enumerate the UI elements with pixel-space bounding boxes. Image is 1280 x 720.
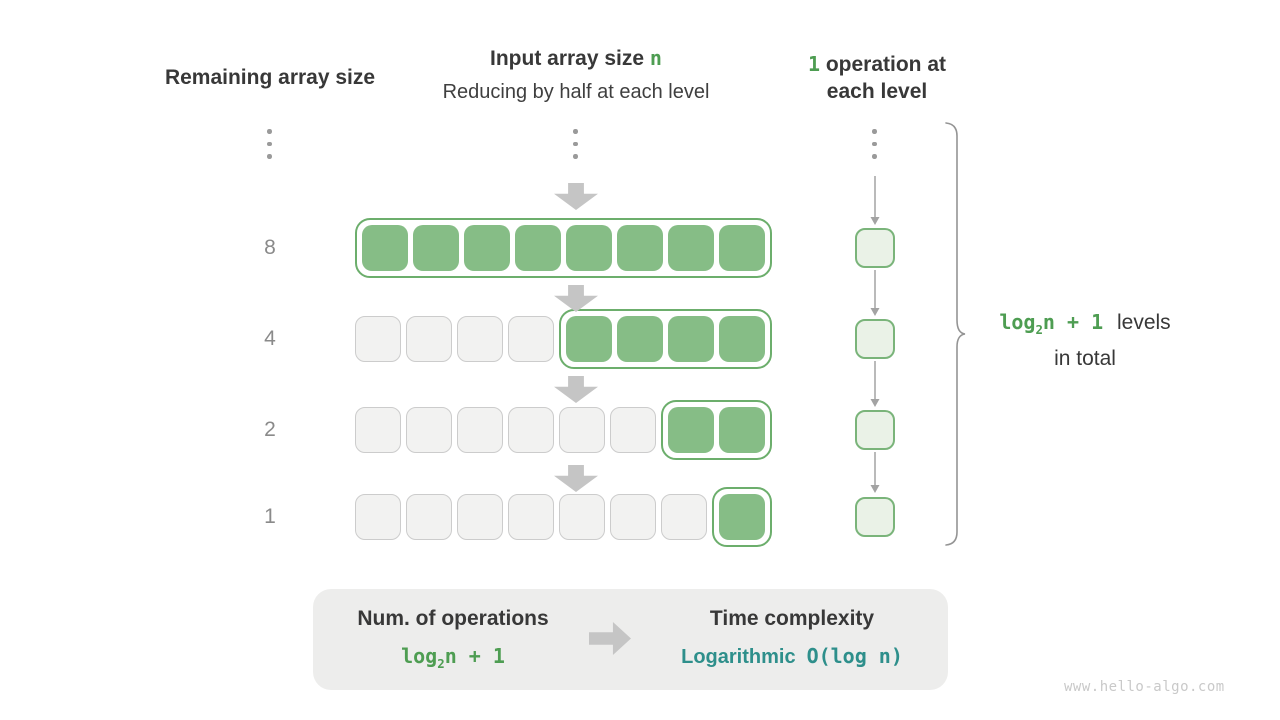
array-cell-inactive bbox=[457, 494, 503, 540]
array-cell-inactive bbox=[406, 494, 452, 540]
dot bbox=[267, 129, 272, 134]
dot bbox=[267, 154, 272, 159]
array-cell-active bbox=[719, 407, 765, 453]
array-cell-inactive bbox=[508, 316, 554, 362]
array-cell-inactive bbox=[457, 316, 503, 362]
levels-formula: log2n + 1 bbox=[999, 310, 1104, 337]
array-cell-active bbox=[515, 225, 561, 271]
levels-formula-log: log bbox=[999, 310, 1036, 334]
header-input-array-size: Input array size n Reducing by half at e… bbox=[396, 46, 756, 104]
array-cell-inactive bbox=[508, 494, 554, 540]
array-cell-inactive bbox=[406, 316, 452, 362]
ellipsis-icon bbox=[872, 129, 877, 159]
row-size-label: 2 bbox=[264, 418, 276, 441]
array-cell-active bbox=[566, 225, 612, 271]
array-cell-active bbox=[413, 225, 459, 271]
array-row bbox=[355, 400, 772, 460]
header-input-title: Input array size n bbox=[396, 46, 756, 71]
header-one-operation-text: operation at bbox=[825, 53, 947, 76]
array-cell-active bbox=[719, 225, 765, 271]
array-cell-active bbox=[668, 225, 714, 271]
array-cell-active bbox=[617, 316, 663, 362]
array-cell-inactive bbox=[355, 316, 401, 362]
header-one-operation-line2: each level bbox=[826, 80, 928, 103]
dot bbox=[267, 141, 272, 146]
time-complexity-name: Logarithmic bbox=[681, 646, 796, 668]
header-one-operation-count: 1 bbox=[807, 52, 820, 76]
array-cell-inactive bbox=[559, 494, 605, 540]
array-cell-inactive bbox=[508, 407, 554, 453]
ops-formula-rest: n + 1 bbox=[444, 644, 505, 668]
array-cell-inactive bbox=[610, 407, 656, 453]
active-subarray-container bbox=[712, 487, 772, 547]
row-size-label: 1 bbox=[264, 505, 276, 528]
active-subarray-container bbox=[661, 400, 772, 460]
ops-count-formula: log2n + 1 bbox=[333, 644, 573, 671]
time-complexity-block: Time complexity Logarithmic O(log n) bbox=[652, 607, 932, 669]
ops-formula-sub: 2 bbox=[437, 656, 445, 671]
array-row bbox=[355, 309, 772, 369]
time-complexity-big-o: O(log n) bbox=[806, 644, 903, 668]
brace-icon bbox=[945, 122, 966, 546]
ellipsis-icon bbox=[573, 129, 578, 159]
array-cell-inactive bbox=[559, 407, 605, 453]
row-size-label: 4 bbox=[264, 327, 276, 350]
dot bbox=[872, 141, 877, 146]
time-complexity-value: Logarithmic O(log n) bbox=[652, 644, 932, 669]
levels-formula-rest: n + 1 bbox=[1042, 310, 1104, 334]
array-row bbox=[355, 487, 772, 547]
levels-note: log2n + 1 levels in total bbox=[975, 308, 1195, 373]
header-input-subtitle: Reducing by half at each level bbox=[442, 81, 710, 103]
header-one-operation-line1: 1 operation at bbox=[767, 51, 987, 78]
dot bbox=[573, 129, 578, 134]
header-one-operation: 1 operation at each level bbox=[767, 51, 987, 105]
active-subarray-container bbox=[559, 309, 772, 369]
row-size-label: 8 bbox=[264, 236, 276, 259]
array-cell-active bbox=[719, 316, 765, 362]
down-arrow-icon bbox=[554, 183, 598, 210]
array-cell-active bbox=[668, 407, 714, 453]
header-input-title-text: Input array size bbox=[490, 47, 645, 70]
array-cell-active bbox=[617, 225, 663, 271]
array-cell-inactive bbox=[355, 407, 401, 453]
array-cell-inactive bbox=[355, 494, 401, 540]
operation-square bbox=[855, 497, 895, 537]
array-cell-inactive bbox=[406, 407, 452, 453]
ellipsis-icon bbox=[267, 129, 272, 159]
dot bbox=[872, 154, 877, 159]
array-cell-active bbox=[464, 225, 510, 271]
header-remaining-array-size: Remaining array size bbox=[164, 66, 376, 89]
array-cell-active bbox=[719, 494, 765, 540]
operation-square bbox=[855, 228, 895, 268]
array-row bbox=[355, 218, 772, 278]
array-cell-inactive bbox=[661, 494, 707, 540]
array-cell-active bbox=[362, 225, 408, 271]
down-arrow-icon bbox=[554, 285, 598, 312]
array-cell-active bbox=[566, 316, 612, 362]
operation-square bbox=[855, 410, 895, 450]
levels-formula-sub: 2 bbox=[1035, 322, 1043, 337]
ops-count-block: Num. of operations log2n + 1 bbox=[333, 607, 573, 671]
summary-box bbox=[313, 589, 948, 690]
header-input-title-n: n bbox=[649, 46, 662, 70]
dot bbox=[872, 129, 877, 134]
array-cell-inactive bbox=[610, 494, 656, 540]
dot bbox=[573, 154, 578, 159]
ops-formula-log: log bbox=[401, 644, 438, 668]
dot bbox=[573, 141, 578, 146]
levels-note-line2: in total bbox=[1054, 347, 1116, 370]
array-cell-inactive bbox=[457, 407, 503, 453]
watermark: www.hello-algo.com bbox=[1064, 679, 1225, 695]
levels-note-line1: log2n + 1 levels bbox=[975, 308, 1195, 344]
array-cell-active bbox=[668, 316, 714, 362]
active-subarray-container bbox=[355, 218, 772, 278]
ops-count-title: Num. of operations bbox=[357, 607, 549, 630]
down-arrow-icon bbox=[554, 376, 598, 403]
time-complexity-title: Time complexity bbox=[709, 607, 875, 630]
levels-note-word: levels bbox=[1116, 311, 1171, 334]
operation-square bbox=[855, 319, 895, 359]
